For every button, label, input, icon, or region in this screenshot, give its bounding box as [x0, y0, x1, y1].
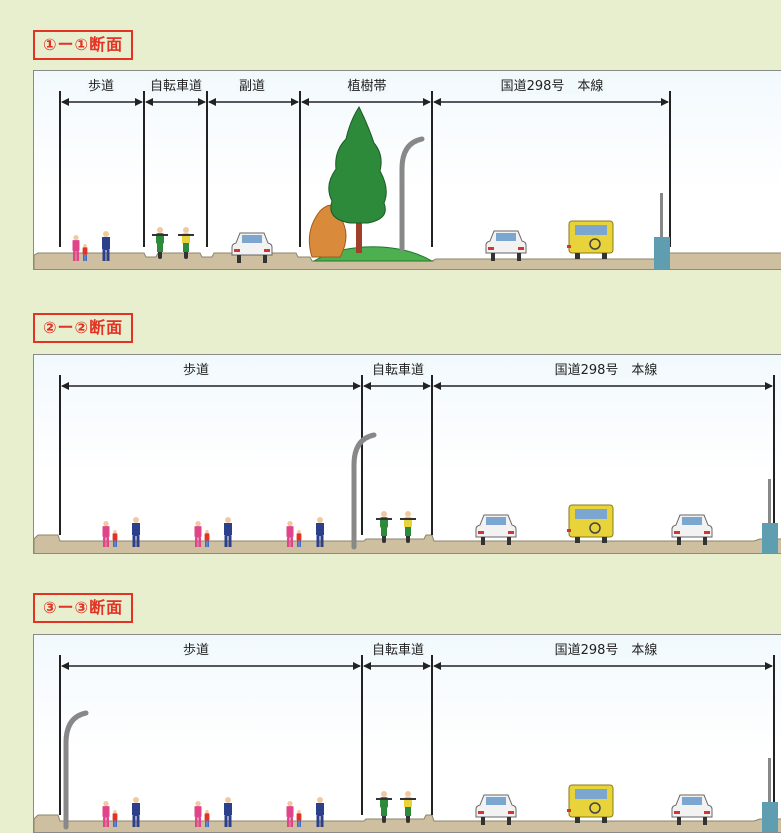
pedestrian-icon: [194, 801, 202, 827]
dimension-arrow: [433, 662, 773, 670]
pedestrian-icon: [296, 810, 302, 827]
pedestrian-icon: [204, 810, 210, 827]
pedestrian-icon: [224, 797, 232, 827]
label-bicycle-lane: 自転車道: [147, 75, 205, 94]
barrier-icon: [762, 479, 778, 553]
label-main-road: 国道298号 本線: [552, 639, 660, 658]
section-1-panel: 歩道 自転車道 副道 植樹帯 国道298号 本線: [33, 70, 781, 270]
pedestrian-icon: [286, 801, 294, 827]
tree-icon: [328, 105, 387, 253]
label-main-road: 国道298号 本線: [552, 359, 660, 378]
cross-section-drawing: [34, 375, 781, 553]
barrier-icon: [762, 758, 778, 832]
section-1-title: ①ー①断面: [33, 30, 134, 60]
dimension-arrow: [61, 98, 143, 106]
dimension-arrow: [433, 382, 773, 390]
section-2-title: ②ー②断面: [33, 313, 134, 343]
cyclist-icon: [178, 227, 194, 259]
label-planting-strip: 植樹帯: [345, 75, 389, 94]
pedestrian-icon: [224, 517, 232, 547]
dimension-arrow: [61, 382, 361, 390]
label-sidewalk: 歩道: [180, 639, 212, 658]
section-3-panel: 歩道 自転車道 国道298号 本線: [33, 634, 781, 833]
dimension-arrow: [145, 98, 206, 106]
pedestrian-icon: [316, 797, 324, 827]
section-2-panel: 歩道 自転車道 国道298号 本線: [33, 354, 781, 554]
cyclist-icon: [152, 227, 168, 259]
pedestrian-icon: [204, 530, 210, 547]
dimension-arrow: [433, 98, 669, 106]
jeep-icon: [567, 220, 614, 259]
car-icon: [671, 794, 713, 825]
cyclist-icon: [400, 511, 416, 543]
pedestrian-icon: [296, 530, 302, 547]
pedestrian-icon: [132, 517, 140, 547]
barrier-icon: [654, 193, 670, 269]
cyclist-icon: [376, 791, 392, 823]
label-main-road: 国道298号 本線: [498, 75, 606, 94]
car-icon: [475, 514, 517, 545]
pedestrian-icon: [102, 521, 110, 547]
dimension-arrow: [208, 98, 299, 106]
car-icon: [485, 230, 527, 261]
cyclist-icon: [400, 791, 416, 823]
label-bicycle-lane: 自転車道: [369, 639, 427, 658]
dimension-arrow: [363, 662, 431, 670]
car-icon: [671, 514, 713, 545]
pedestrian-icon: [82, 244, 88, 261]
label-sidewalk: 歩道: [85, 75, 117, 94]
dimension-arrow: [363, 382, 431, 390]
jeep-icon: [567, 504, 614, 543]
label-sidewalk: 歩道: [180, 359, 212, 378]
jeep-icon: [567, 784, 614, 823]
street-lamp-icon: [63, 710, 89, 830]
car-icon: [475, 794, 517, 825]
street-lamp-icon: [399, 136, 425, 252]
cross-section-drawing: [34, 91, 781, 269]
pedestrian-icon: [72, 235, 80, 261]
label-frontage-road: 副道: [236, 75, 268, 94]
pedestrian-icon: [102, 801, 110, 827]
pedestrian-icon: [286, 521, 294, 547]
street-lamp-icon: [351, 432, 377, 550]
dimension-arrow: [61, 662, 361, 670]
label-bicycle-lane: 自転車道: [369, 359, 427, 378]
car-icon: [231, 232, 273, 263]
pedestrian-icon: [112, 530, 118, 547]
pedestrian-icon: [132, 797, 140, 827]
pedestrian-icon: [316, 517, 324, 547]
cyclist-icon: [376, 511, 392, 543]
dimension-arrow: [301, 98, 431, 106]
pedestrian-icon: [112, 810, 118, 827]
pedestrian-icon: [194, 521, 202, 547]
section-3-title: ③ー③断面: [33, 593, 134, 623]
pedestrian-icon: [102, 231, 110, 261]
cross-section-drawing: [34, 655, 781, 832]
